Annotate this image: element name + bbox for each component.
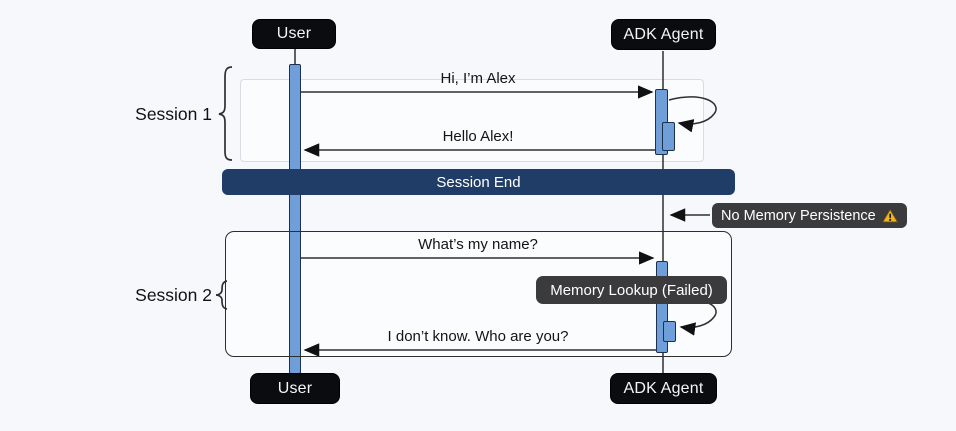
actor-label-user-top: User <box>276 25 312 42</box>
warning-triangle-icon <box>882 208 898 222</box>
actor-box-user-top: User <box>252 19 336 49</box>
session1-label: Session 1 <box>135 104 212 124</box>
actor-label-agent-top: ADK Agent <box>623 25 704 43</box>
session-end-label: Session End <box>436 173 521 191</box>
agent-nested-activation-session1 <box>662 122 675 151</box>
actor-box-agent-bottom: ADK Agent <box>610 373 717 404</box>
agent-self-loop-1 <box>668 96 717 133</box>
session2-brace <box>215 280 228 310</box>
message-label-i-dont-know: I don’t know. Who are you? <box>387 328 569 345</box>
actor-box-user-bottom: User <box>250 373 340 404</box>
message-label-hello-alex: Hello Alex! <box>442 128 514 145</box>
message-label-hi-im-alex: Hi, I’m Alex <box>440 70 516 87</box>
session1-brace <box>218 66 233 161</box>
note-memory-lookup-text: Memory Lookup (Failed) <box>550 281 713 299</box>
actor-label-agent-bottom: ADK Agent <box>623 379 704 397</box>
session2-frame <box>225 231 732 357</box>
agent-nested-activation-session2 <box>663 321 676 342</box>
note-no-memory-persistence: No Memory Persistence <box>712 203 907 228</box>
message-label-whats-my-name: What’s my name? <box>418 236 538 253</box>
actor-box-agent-top: ADK Agent <box>611 19 716 50</box>
actor-label-user-bottom: User <box>277 379 313 397</box>
session2-label: Session 2 <box>135 285 212 305</box>
session-end-separator: Session End <box>222 169 735 195</box>
note-memory-lookup-failed: Memory Lookup (Failed) <box>536 276 727 304</box>
note-no-memory-text: No Memory Persistence <box>721 207 876 224</box>
